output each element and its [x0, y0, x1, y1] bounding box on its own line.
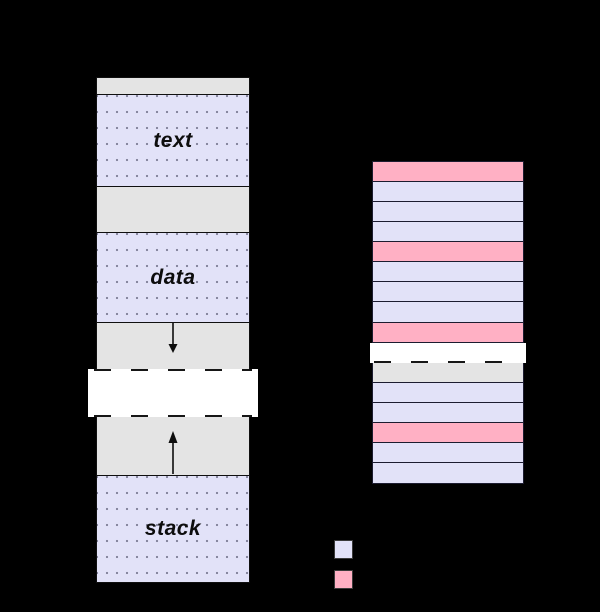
- virtual-address-space-column: text data stack: [88, 77, 258, 583]
- segment-hole-5: [88, 369, 258, 417]
- memory-frame-row-lavender: [373, 463, 523, 483]
- memory-frame-row-lavender: [373, 182, 523, 202]
- legend-swatch-pink: [334, 570, 353, 589]
- memory-frame-row-lavender: [373, 383, 523, 403]
- memory-frame-row-lavender: [373, 282, 523, 302]
- memory-frame-row-pink: [373, 323, 523, 343]
- memory-frame-row-lavender: [373, 443, 523, 463]
- segment-gray-4: [96, 322, 250, 369]
- memory-frame-row-pink: [373, 162, 523, 182]
- memory-frame-row-lavender: [373, 222, 523, 242]
- hole-dashed-bottom-border: [94, 415, 252, 417]
- memory-frame-row-pink: [373, 423, 523, 443]
- memory-frame-row-lavender: [373, 403, 523, 423]
- segment-text: text: [96, 94, 250, 186]
- segment-label-stack: stack: [144, 517, 202, 540]
- physical-memory-column: [370, 161, 526, 484]
- memory-frame-row-lavender: [373, 262, 523, 282]
- hole-dashed-top-border: [94, 369, 252, 371]
- memory-frame-row-pink: [373, 242, 523, 262]
- legend-swatch-lavender: [334, 540, 353, 559]
- segment-gray-0: [96, 77, 250, 94]
- segment-gray-2: [96, 186, 250, 232]
- memory-hole-row: [370, 343, 526, 363]
- segment-stack: stack: [96, 475, 250, 583]
- memory-frame-row-gray: [373, 363, 523, 383]
- segment-data: data: [96, 232, 250, 322]
- segment-label-data: data: [150, 265, 196, 289]
- memory-frame-row-lavender: [373, 302, 523, 323]
- memory-frame-row-lavender: [373, 202, 523, 222]
- segment-gray-6: [96, 417, 250, 475]
- segment-label-text: text: [153, 128, 193, 152]
- memory-hole-dashed-border: [374, 361, 522, 363]
